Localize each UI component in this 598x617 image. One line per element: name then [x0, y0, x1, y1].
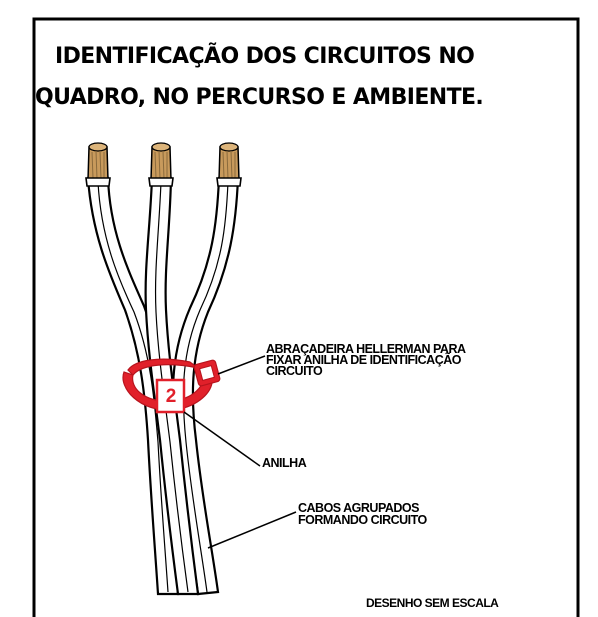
- label-cabos: CABOS AGRUPADOS FORMANDO CIRCUITO: [298, 501, 498, 527]
- label-abracadeira-line1: ABRAÇADEIRA HELLERMAN PARA: [266, 342, 466, 356]
- anilha-number: 2: [165, 386, 177, 407]
- page-title: IDENTIFICAÇÃO DOS CIRCUITOS NO QUADRO, N…: [35, 44, 484, 110]
- label-escala: DESENHO SEM ESCALA: [366, 596, 499, 610]
- label-cabos-line1: CABOS AGRUPADOS: [298, 501, 419, 515]
- cable-tie: [122, 358, 221, 411]
- copper-conductor-left: [85, 142, 111, 187]
- label-abracadeira: ABRAÇADEIRA HELLERMAN PARA FIXAR ANILHA …: [266, 342, 566, 378]
- leader-line-abracadeira: [217, 355, 266, 375]
- label-cabos-line2: FORMANDO CIRCUITO: [298, 513, 427, 527]
- leader-line-cabos: [207, 511, 297, 549]
- drawing-border: [32, 17, 580, 617]
- leader-line-anilha: [183, 411, 261, 467]
- label-anilha: ANILHA: [262, 456, 307, 470]
- label-abracadeira-line2: FIXAR ANILHA DE IDENTIFICAÇÃO: [266, 353, 462, 367]
- copper-conductor-right: [216, 142, 242, 187]
- copper-conductor-middle: [148, 142, 174, 187]
- label-abracadeira-line3: CIRCUITO: [266, 364, 323, 378]
- anilha-tag: [155, 378, 186, 414]
- cable-right: [171, 176, 240, 596]
